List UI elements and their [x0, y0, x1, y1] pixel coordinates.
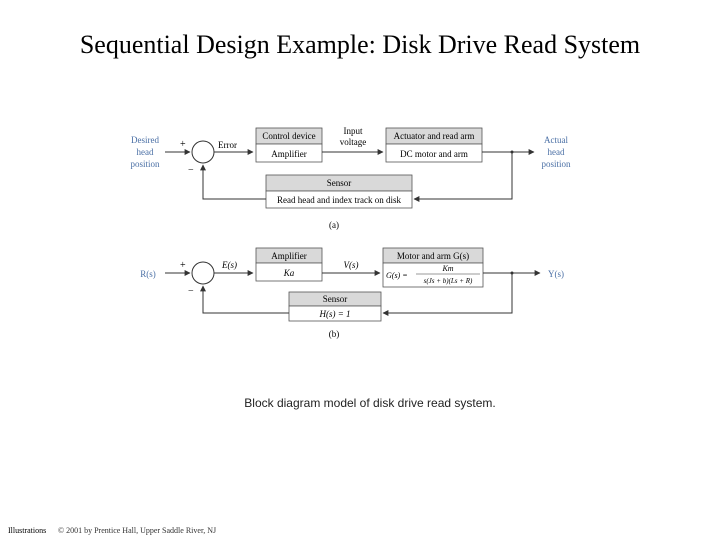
b-g-numerator: Km [441, 264, 453, 273]
a-input-voltage-2: voltage [340, 137, 367, 147]
b-amplifier-label: Amplifier [271, 251, 307, 261]
a-output-label-1: Actual [544, 135, 568, 145]
b-input-label: R(s) [140, 269, 156, 279]
b-amp-gain: Ka [283, 268, 295, 278]
a-output-label-2: head [548, 147, 565, 157]
b-minus-sign: − [188, 286, 194, 297]
b-error-label: E(s) [221, 260, 237, 270]
b-motor-label: Motor and arm G(s) [397, 251, 469, 261]
a-dc-motor-label: DC motor and arm [400, 149, 468, 159]
b-g-denominator: s(Js + b)(Ls + R) [424, 277, 473, 285]
a-summing-junction [191, 140, 215, 164]
b-sensor-tf: H(s) = 1 [318, 309, 350, 319]
a-sensor-label: Sensor [327, 178, 352, 188]
figure-caption: Block diagram model of disk drive read s… [244, 396, 496, 410]
b-panel-label: (b) [329, 329, 340, 339]
b-summing-junction [191, 261, 215, 285]
a-error-label: Error [218, 140, 237, 150]
a-sensor-desc: Read head and index track on disk [277, 195, 401, 205]
a-input-voltage-1: Input [344, 126, 363, 136]
a-minus-sign: − [188, 165, 194, 176]
diagram-b: R(s) + − E(s) Amplifier Ka V(s) Motor an… [140, 247, 564, 339]
a-actuator-label: Actuator and read arm [394, 131, 475, 141]
b-plus-sign: + [180, 260, 186, 271]
b-amplifier-block [255, 262, 323, 282]
footer-copyright: © 2001 by Prentice Hall, Upper Saddle Ri… [58, 526, 217, 535]
diagram-a: Desired head position + − Error Control … [130, 126, 571, 230]
a-panel-label: (a) [329, 220, 339, 230]
footer-illustrations: Illustrations [8, 526, 47, 535]
b-g-lhs: G(s) = [386, 271, 408, 280]
a-input-label-2: head [137, 147, 154, 157]
a-control-device-label: Control device [262, 131, 315, 141]
a-input-label-1: Desired [131, 135, 159, 145]
a-output-label-3: position [541, 159, 571, 169]
page-title: Sequential Design Example: Disk Drive Re… [79, 30, 641, 59]
b-motor-block [382, 262, 484, 288]
a-amplifier-label: Amplifier [271, 149, 307, 159]
b-voltage-label: V(s) [344, 260, 359, 270]
b-sensor-label: Sensor [323, 294, 348, 304]
b-output-label: Y(s) [548, 269, 564, 279]
a-dc-motor-block [385, 143, 483, 163]
a-input-label-3: position [130, 159, 160, 169]
a-amplifier-block [255, 143, 323, 163]
a-plus-sign: + [180, 139, 186, 150]
